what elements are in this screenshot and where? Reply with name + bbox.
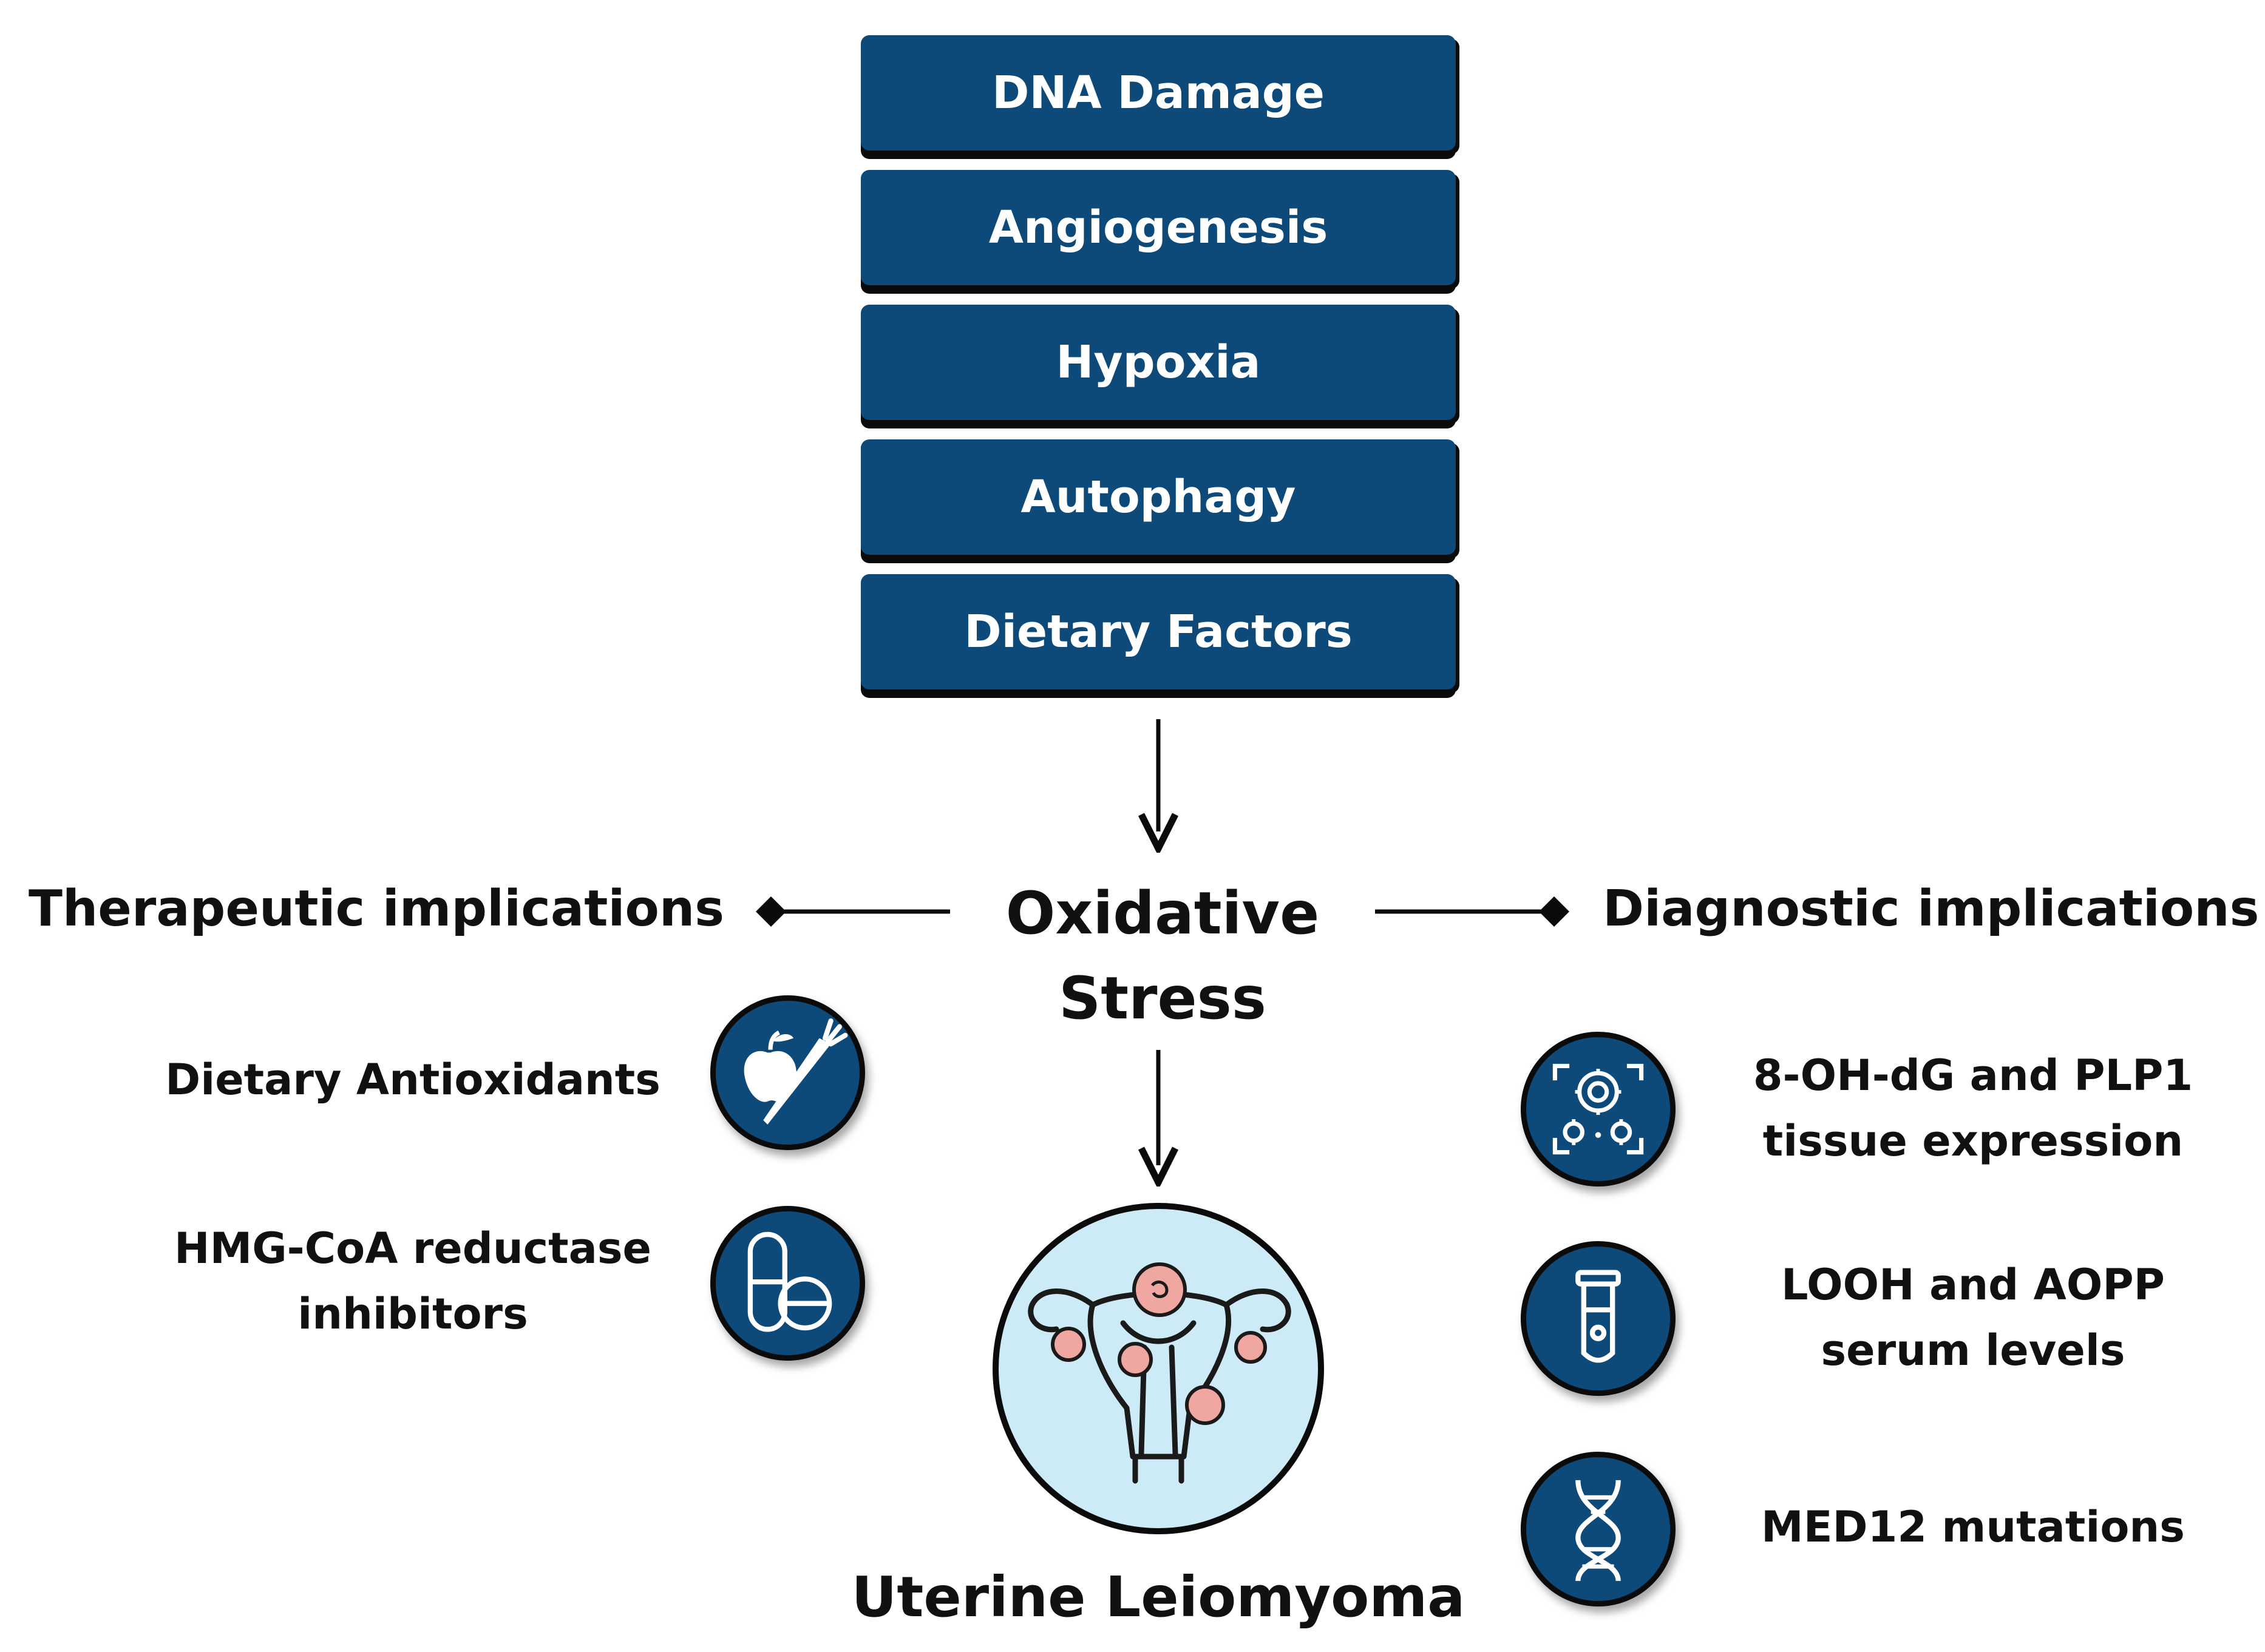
apple-carrot-icon	[710, 995, 865, 1150]
dna-damage-box: DNA Damage	[861, 35, 1456, 151]
connector-left	[756, 896, 950, 927]
connector-right	[1375, 896, 1569, 927]
therapeutic-item-2-line2: inhibitors	[297, 1289, 528, 1339]
uterus-icon	[1028, 1288, 1291, 1484]
oxidative-stress-line1: Oxidative	[1005, 879, 1320, 947]
uterine-leiomyoma-title: Uterine Leiomyoma	[851, 1565, 1465, 1630]
test-tube-icon	[1521, 1241, 1676, 1396]
diagnostic-item-1-line1: 8-OH-dG and PLP1	[1753, 1051, 2193, 1100]
angiogenesis-label: Angiogenesis	[988, 201, 1328, 254]
tissue-scan-icon	[1521, 1032, 1676, 1187]
dietary-factors-box: Dietary Factors	[861, 574, 1456, 689]
diagnostic-item-3-label: MED12 mutations	[1685, 1494, 2261, 1560]
diagnostic-item-2-line1: LOOH and AOPP	[1781, 1260, 2165, 1310]
hypoxia-label: Hypoxia	[1056, 336, 1261, 388]
therapeutic-heading: Therapeutic implications	[28, 880, 725, 938]
pill-capsule-icon	[710, 1206, 865, 1361]
dna-damage-label: DNA Damage	[992, 67, 1325, 119]
therapeutic-item-2-line1: HMG-CoA reductase	[174, 1224, 652, 1273]
diagnostic-item-1-line2: tissue expression	[1762, 1116, 2184, 1166]
fibroids	[1051, 1262, 1267, 1425]
dietary-factors-label: Dietary Factors	[964, 606, 1353, 658]
therapeutic-item-2-label: HMG-CoA reductase inhibitors	[140, 1216, 686, 1347]
diagnostic-item-1-label: 8-OH-dG and PLP1 tissue expression	[1685, 1043, 2261, 1174]
therapeutic-item-1-label: Dietary Antioxidants	[140, 1047, 686, 1112]
diagnostic-item-3-line1: MED12 mutations	[1761, 1502, 2185, 1552]
diagnostic-item-2-line2: serum levels	[1821, 1325, 2125, 1375]
autophagy-label: Autophagy	[1020, 471, 1296, 523]
diagnostic-item-2-label: LOOH and AOPP serum levels	[1685, 1252, 2261, 1383]
autophagy-box: Autophagy	[861, 439, 1456, 555]
therapeutic-item-1-line1: Dietary Antioxidants	[165, 1055, 660, 1105]
oxidative-stress-line2: Stress	[1059, 964, 1266, 1032]
hypoxia-box: Hypoxia	[861, 305, 1456, 420]
oxidative-stress-title: Oxidative Stress	[965, 871, 1360, 1041]
angiogenesis-box: Angiogenesis	[861, 170, 1456, 285]
dna-helix-icon	[1521, 1452, 1676, 1606]
uterus-circle	[993, 1203, 1324, 1534]
diagnostic-heading: Diagnostic implications	[1603, 880, 2260, 938]
